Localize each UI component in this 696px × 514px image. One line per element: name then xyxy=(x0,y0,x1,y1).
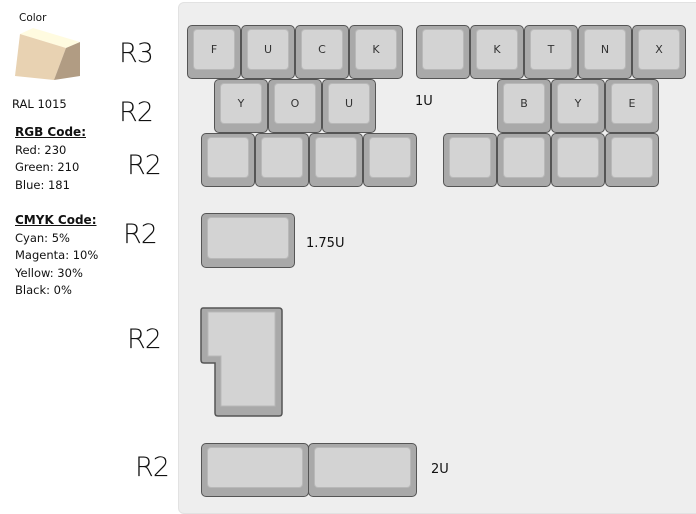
row-label: R3 xyxy=(119,38,154,69)
key-legend: K xyxy=(356,30,396,69)
key-legend: U xyxy=(248,30,288,69)
key-legend xyxy=(450,138,490,177)
key-legend xyxy=(208,218,288,258)
key-legend xyxy=(208,448,302,487)
key-legend xyxy=(504,138,544,177)
key-legend xyxy=(612,138,652,177)
key-row1[interactable]: K xyxy=(349,25,403,79)
key-row1[interactable]: F xyxy=(187,25,241,79)
key-row3[interactable] xyxy=(605,133,659,187)
key-legend: T xyxy=(531,30,571,69)
key-2u[interactable] xyxy=(308,443,417,497)
cmyk-black: Black: 0% xyxy=(15,283,72,297)
key-row1[interactable]: T xyxy=(524,25,578,79)
row-label: R2 xyxy=(123,219,158,250)
color-cube-swatch xyxy=(15,28,80,80)
key-legend: E xyxy=(612,84,652,123)
key-legend: B xyxy=(504,84,544,123)
key-row3[interactable] xyxy=(363,133,417,187)
key-iso-enter[interactable] xyxy=(199,306,285,420)
key-row3[interactable] xyxy=(201,133,255,187)
cmyk-cyan: Cyan: 5% xyxy=(15,230,70,245)
key-row1[interactable]: N xyxy=(578,25,632,79)
key-legend xyxy=(262,138,302,177)
key-legend xyxy=(315,448,410,487)
size-label-1u: 1U xyxy=(415,94,433,109)
key-legend: C xyxy=(302,30,342,69)
cmyk-yellow: Yellow: 30% xyxy=(15,265,83,280)
key-row3[interactable] xyxy=(551,133,605,187)
key-row3[interactable] xyxy=(443,133,497,187)
key-row1[interactable] xyxy=(416,25,470,79)
key-row2[interactable]: O xyxy=(268,79,322,133)
key-legend: O xyxy=(275,84,315,123)
key-legend: K xyxy=(477,30,517,69)
key-row3[interactable] xyxy=(309,133,363,187)
key-legend xyxy=(316,138,356,177)
key-legend xyxy=(423,30,463,69)
key-row2[interactable]: Y xyxy=(551,79,605,133)
key-1-75u[interactable] xyxy=(201,213,295,268)
color-title: Color xyxy=(19,12,47,24)
key-row3[interactable] xyxy=(497,133,551,187)
key-row2[interactable]: E xyxy=(605,79,659,133)
key-row2[interactable]: Y xyxy=(214,79,268,133)
key-row1[interactable]: C xyxy=(295,25,349,79)
cmyk-magenta: Magenta: 10% xyxy=(15,248,99,262)
key-legend: Y xyxy=(221,84,261,123)
row-label: R2 xyxy=(135,452,170,483)
key-legend: N xyxy=(585,30,625,69)
key-row1[interactable]: K xyxy=(470,25,524,79)
cmyk-header: CMYK Code: xyxy=(15,213,97,227)
row-label: R2 xyxy=(127,150,162,181)
key-2u[interactable] xyxy=(201,443,309,497)
key-legend: X xyxy=(639,30,679,69)
key-legend: Y xyxy=(558,84,598,123)
size-label-1-75u: 1.75U xyxy=(306,236,345,251)
key-legend xyxy=(370,138,410,177)
key-legend xyxy=(208,138,248,177)
rgb-blue: Blue: 181 xyxy=(15,177,70,192)
rgb-green: Green: 210 xyxy=(15,160,80,174)
rgb-header: RGB Code: xyxy=(15,125,86,139)
key-legend: F xyxy=(194,30,234,69)
rgb-red: Red: 230 xyxy=(15,142,67,157)
size-label-2u: 2U xyxy=(431,462,449,477)
key-row3[interactable] xyxy=(255,133,309,187)
row-label: R2 xyxy=(127,324,162,355)
key-row2[interactable]: U xyxy=(322,79,376,133)
key-legend xyxy=(558,138,598,177)
key-row2[interactable]: B xyxy=(497,79,551,133)
ral-name: RAL 1015 xyxy=(12,97,67,111)
key-row1[interactable]: X xyxy=(632,25,686,79)
key-row1[interactable]: U xyxy=(241,25,295,79)
row-label: R2 xyxy=(119,97,154,128)
key-legend: U xyxy=(329,84,369,123)
